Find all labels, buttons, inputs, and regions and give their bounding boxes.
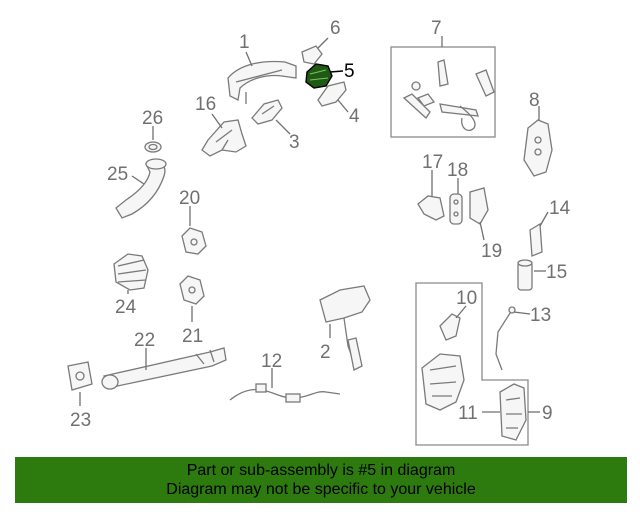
leader-3	[275, 119, 291, 135]
callout-18[interactable]: 18	[447, 160, 468, 181]
callout-17[interactable]: 17	[422, 152, 443, 173]
part-24-bellows[interactable]	[113, 253, 149, 291]
banner-line-1: Part or sub-assembly is #5 in diagram	[186, 462, 456, 479]
callout-16[interactable]: 16	[195, 94, 216, 115]
part-15-cylinder[interactable]	[517, 259, 533, 291]
leader-14	[539, 211, 549, 227]
part-12-cable[interactable]	[229, 383, 341, 403]
part-21-hinge[interactable]	[179, 275, 205, 305]
part-19-bracket[interactable]	[469, 187, 489, 225]
part-9-box	[415, 282, 529, 446]
part-7-box	[390, 46, 496, 138]
callout-14[interactable]: 14	[549, 198, 571, 219]
leader-19	[479, 221, 485, 241]
callout-3[interactable]: 3	[289, 132, 300, 153]
part-22-check-rod[interactable]	[101, 347, 227, 390]
leader-6	[317, 37, 329, 49]
part-13-rod[interactable]	[495, 306, 516, 371]
leader-25	[131, 175, 145, 185]
part-6-cap[interactable]	[301, 45, 323, 65]
callout-2[interactable]: 2	[320, 342, 331, 363]
part-20-hinge[interactable]	[181, 227, 207, 255]
part-3-handle-bezel[interactable]	[251, 99, 283, 125]
part-23-plate[interactable]	[67, 361, 93, 391]
part-18-plate[interactable]	[449, 193, 463, 225]
callout-8[interactable]: 8	[529, 90, 540, 111]
part-11-latch[interactable]	[499, 383, 527, 441]
part-5-lock-cylinder[interactable]	[305, 63, 333, 89]
info-banner: Part or sub-assembly is #5 in diagram Di…	[15, 457, 627, 503]
callout-4[interactable]: 4	[349, 106, 360, 127]
callout-15[interactable]: 15	[546, 262, 567, 283]
leader-13	[513, 311, 531, 315]
leader-16	[211, 113, 223, 129]
callout-11[interactable]: 11	[458, 403, 478, 424]
leader-4	[337, 99, 349, 113]
part-16-bracket[interactable]	[201, 119, 247, 157]
callout-12[interactable]: 12	[261, 351, 282, 372]
part-2-lock-actuator[interactable]	[319, 285, 371, 371]
callout-20[interactable]: 20	[179, 188, 200, 209]
part-26-washer[interactable]	[144, 141, 162, 153]
callout-25[interactable]: 25	[107, 164, 128, 185]
part-25-boot[interactable]	[115, 158, 167, 219]
callout-24[interactable]: 24	[115, 297, 137, 318]
callout-19[interactable]: 19	[481, 241, 502, 262]
parts-diagram: 1 6 5 4 3 16 26 25	[67, 18, 571, 446]
part-7-key-kit[interactable]	[402, 59, 495, 132]
callout-23[interactable]: 23	[70, 410, 91, 431]
callout-21[interactable]: 21	[182, 326, 203, 347]
callout-26[interactable]: 26	[142, 108, 163, 129]
part-8-remote-key[interactable]	[523, 119, 553, 177]
part-1-outer-handle[interactable]	[227, 60, 297, 104]
callout-7[interactable]: 7	[431, 18, 442, 39]
part-14-clip[interactable]	[529, 222, 543, 257]
leader-1	[245, 51, 253, 67]
callout-22[interactable]: 22	[134, 330, 155, 351]
leader-5	[329, 70, 344, 73]
callout-6[interactable]: 6	[330, 18, 341, 39]
callout-13[interactable]: 13	[530, 305, 551, 326]
part-4-bezel[interactable]	[317, 81, 347, 107]
callout-9[interactable]: 9	[542, 403, 553, 424]
callout-5[interactable]: 5	[344, 61, 355, 82]
part-17-striker[interactable]	[417, 195, 445, 221]
leader-10	[455, 305, 467, 319]
banner-line-2: Diagram may not be specific to your vehi…	[166, 481, 476, 498]
part-9-lock-assembly[interactable]	[421, 353, 465, 411]
callout-10[interactable]: 10	[456, 288, 477, 309]
callout-1[interactable]: 1	[239, 32, 250, 53]
part-10-handle-lever[interactable]	[439, 313, 461, 341]
